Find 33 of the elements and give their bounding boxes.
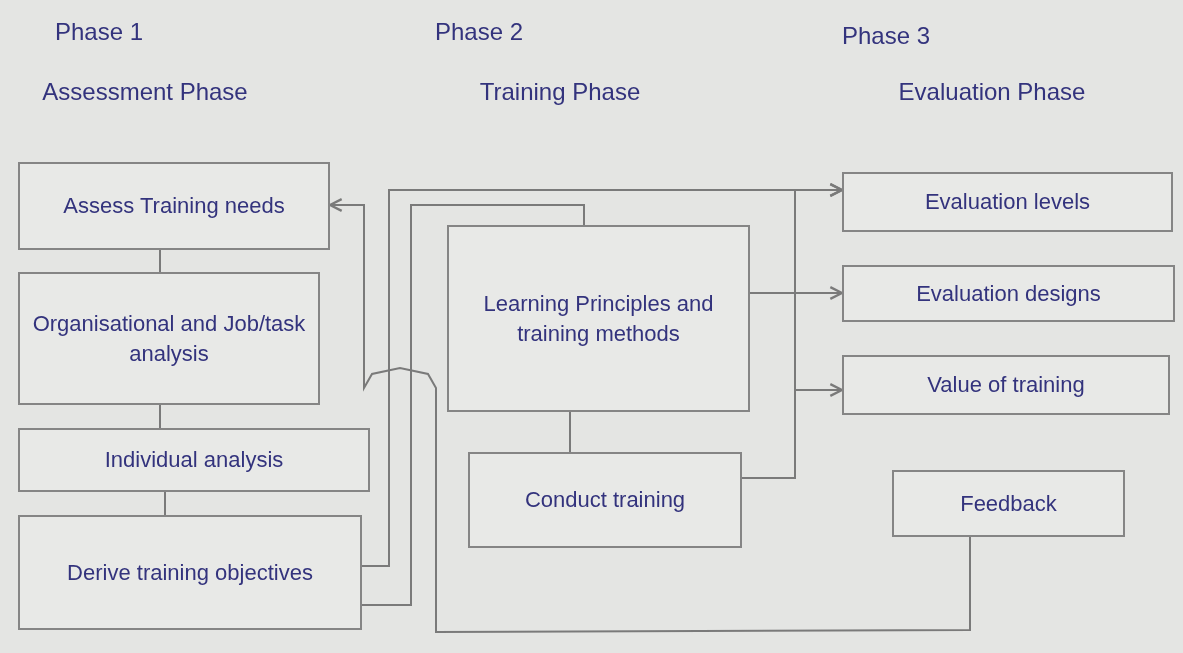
process-box — [18, 515, 362, 630]
box-label: Evaluation levels — [923, 188, 1092, 217]
box-label: Organisational and Job/task analysis — [31, 309, 307, 368]
phase-heading: Training Phase — [478, 77, 642, 107]
connector-line — [361, 204, 585, 606]
connector-line — [159, 249, 161, 273]
phase-heading: Phase 1 — [55, 17, 144, 47]
process-box — [842, 265, 1175, 322]
connector-line — [159, 404, 161, 429]
box-label: Derive training objectives — [66, 558, 314, 587]
process-box — [468, 452, 742, 548]
arrow — [741, 383, 844, 479]
connector-line — [569, 411, 571, 453]
process-box — [18, 428, 370, 492]
box-label: Assess Training needs — [62, 192, 286, 221]
connector-line — [164, 491, 166, 516]
box-label: Feedback — [959, 489, 1058, 518]
box-label: Evaluation designs — [915, 279, 1102, 308]
process-box — [892, 470, 1125, 537]
phase-heading: Phase 2 — [435, 17, 524, 47]
box-label: Value of training — [926, 371, 1086, 400]
process-box — [842, 355, 1170, 415]
box-label: Conduct training — [523, 486, 687, 515]
process-box — [447, 225, 750, 412]
process-box — [842, 172, 1173, 232]
phase-heading: Phase 3 — [842, 21, 931, 51]
phase-heading: Evaluation Phase — [897, 77, 1087, 107]
box-label: Individual analysis — [103, 446, 285, 475]
process-box — [18, 162, 330, 250]
process-box — [18, 272, 320, 405]
phase-heading: Assessment Phase — [41, 77, 249, 107]
arrow — [749, 286, 844, 300]
box-label: Learning Principles and training methods — [482, 289, 715, 348]
